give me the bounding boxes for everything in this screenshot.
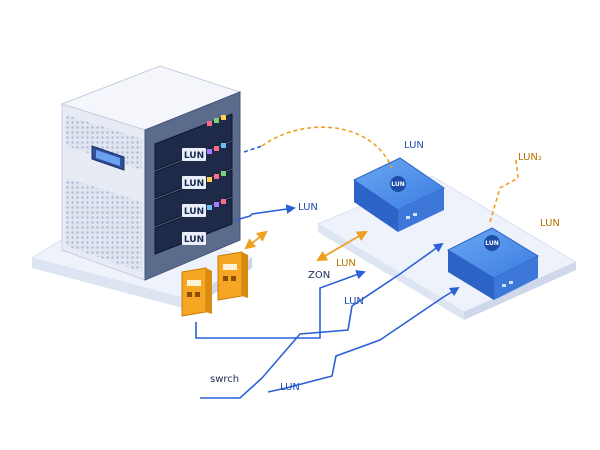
label-middle-blue-lun: LUN (344, 296, 364, 307)
server-bay-2 (154, 141, 233, 199)
storage-node-2-badge: LUN (485, 240, 499, 247)
orange-drive-1 (181, 267, 212, 317)
server-bay-1 (154, 113, 233, 171)
dashed-link-orange-top (261, 126, 393, 169)
dashed-link-server (243, 145, 263, 153)
label-top-lun: LUN (404, 140, 424, 151)
label-zon: ZON (308, 270, 330, 281)
bay-plate-4 (182, 232, 206, 245)
bay-label-3: LUN (184, 207, 204, 217)
label-bottom-lun: LUN (280, 382, 300, 393)
label-right-lun: LUN (540, 218, 560, 229)
link-bottom-node (267, 286, 460, 393)
dashed-link-orange-right (489, 159, 519, 223)
arrow-orange-server (244, 230, 268, 250)
storage-node-2 (446, 227, 540, 300)
bay-plate-2 (182, 176, 206, 189)
bay-plate-3 (182, 204, 206, 217)
server-bay-4 (154, 197, 233, 255)
label-top-lun2: LUN₂ (518, 152, 542, 163)
server-bay-3 (154, 169, 233, 227)
link-drive-node (195, 270, 366, 339)
storage-node-1 (353, 157, 445, 232)
bay-plate-1 (182, 148, 206, 161)
arrow-server-lun (235, 204, 296, 221)
bay-label-4: LUN (184, 235, 204, 245)
label-switch: swrch (210, 374, 239, 385)
link-switch-node (200, 242, 444, 399)
arrow-orange-middle (316, 230, 368, 262)
label-server-arrow-lun: LUN (298, 202, 318, 213)
storage-node-1-badge: LUN (391, 181, 405, 188)
bay-label-1: LUN (184, 151, 204, 161)
orange-drive-2 (217, 251, 248, 301)
label-middle-orange-lun: LUN (336, 258, 356, 269)
bay-label-2: LUN (184, 179, 204, 189)
